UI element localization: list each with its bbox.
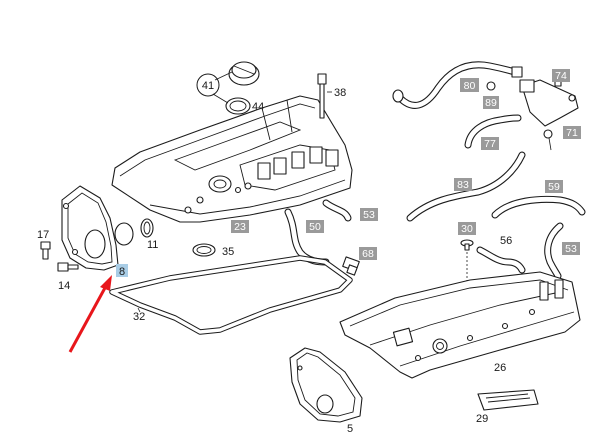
oil-filler-cap [228,61,260,86]
callout-5: 5 [347,423,353,434]
timing-cover-seal-plate [61,185,134,271]
callout-80-box [460,78,479,92]
callout-26: 26 [494,362,506,374]
filler-cap-seal [225,97,251,115]
callout-77-box [481,137,499,150]
svg-text:41: 41 [202,80,214,92]
callout-68: 68 [362,248,374,260]
callout-59: 59 [548,181,560,193]
callout-80: 80 [464,80,476,92]
callout-8-box [116,264,128,277]
seal-ring-11 [140,218,154,238]
callout-56: 56 [500,235,512,247]
callout-68-box [359,247,377,260]
callout-71-box [563,126,581,139]
valve-68 [342,256,360,276]
hose-83 [406,151,526,222]
callout-11: 11 [147,239,158,251]
callout-59-box [545,180,563,193]
hose-59 [491,195,586,219]
callout-89: 89 [485,97,497,109]
callout-30: 30 [461,223,473,235]
callout-83: 83 [457,179,469,191]
callout-23-box [231,220,249,233]
highlight-arrow [68,275,112,353]
cover-gasket-32 [109,255,353,335]
cap-30 [460,239,474,251]
cylinder-head-cover-upper [111,95,353,223]
hose-56 [476,246,526,274]
callout-83-box [454,178,472,191]
callout-50: 50 [309,221,321,233]
callout-38: 38 [334,87,346,99]
callout-89-box [483,96,499,109]
hose-53-upper [322,199,352,222]
callout-41: 41 [196,71,233,104]
callout-53b: 53 [565,243,577,255]
cylinder-head-cover-lower [339,271,581,379]
hose-77 [464,114,522,149]
callout-53a: 53 [363,209,375,221]
callout-50-box [306,220,324,233]
callout-71: 71 [566,127,578,139]
callout-8: 8 [119,266,125,278]
bolt-38 [317,73,332,119]
callout-53b-box [562,242,580,255]
callout-44: 44 [252,101,264,113]
callout-77: 77 [484,138,496,150]
gasket-plate-5 [289,347,363,423]
callout-35: 35 [222,246,234,258]
callout-30-box [458,222,476,235]
seal-35 [192,243,216,257]
bolt-14 [57,262,79,272]
callout-74: 74 [555,70,567,82]
label-card-29 [477,389,539,411]
breather-hose-80 [392,61,523,109]
callout-53a-box [360,208,378,221]
clamp-89 [486,81,496,91]
callout-14: 14 [58,280,70,292]
callout-74-box [552,69,570,82]
hose-50 [284,208,330,266]
bolt-17 [40,241,51,260]
callout-23: 23 [234,221,246,233]
callout-29: 29 [476,413,488,425]
callout-17: 17 [37,229,49,241]
hose-53-lower [544,222,564,280]
callout-32: 32 [133,311,145,323]
